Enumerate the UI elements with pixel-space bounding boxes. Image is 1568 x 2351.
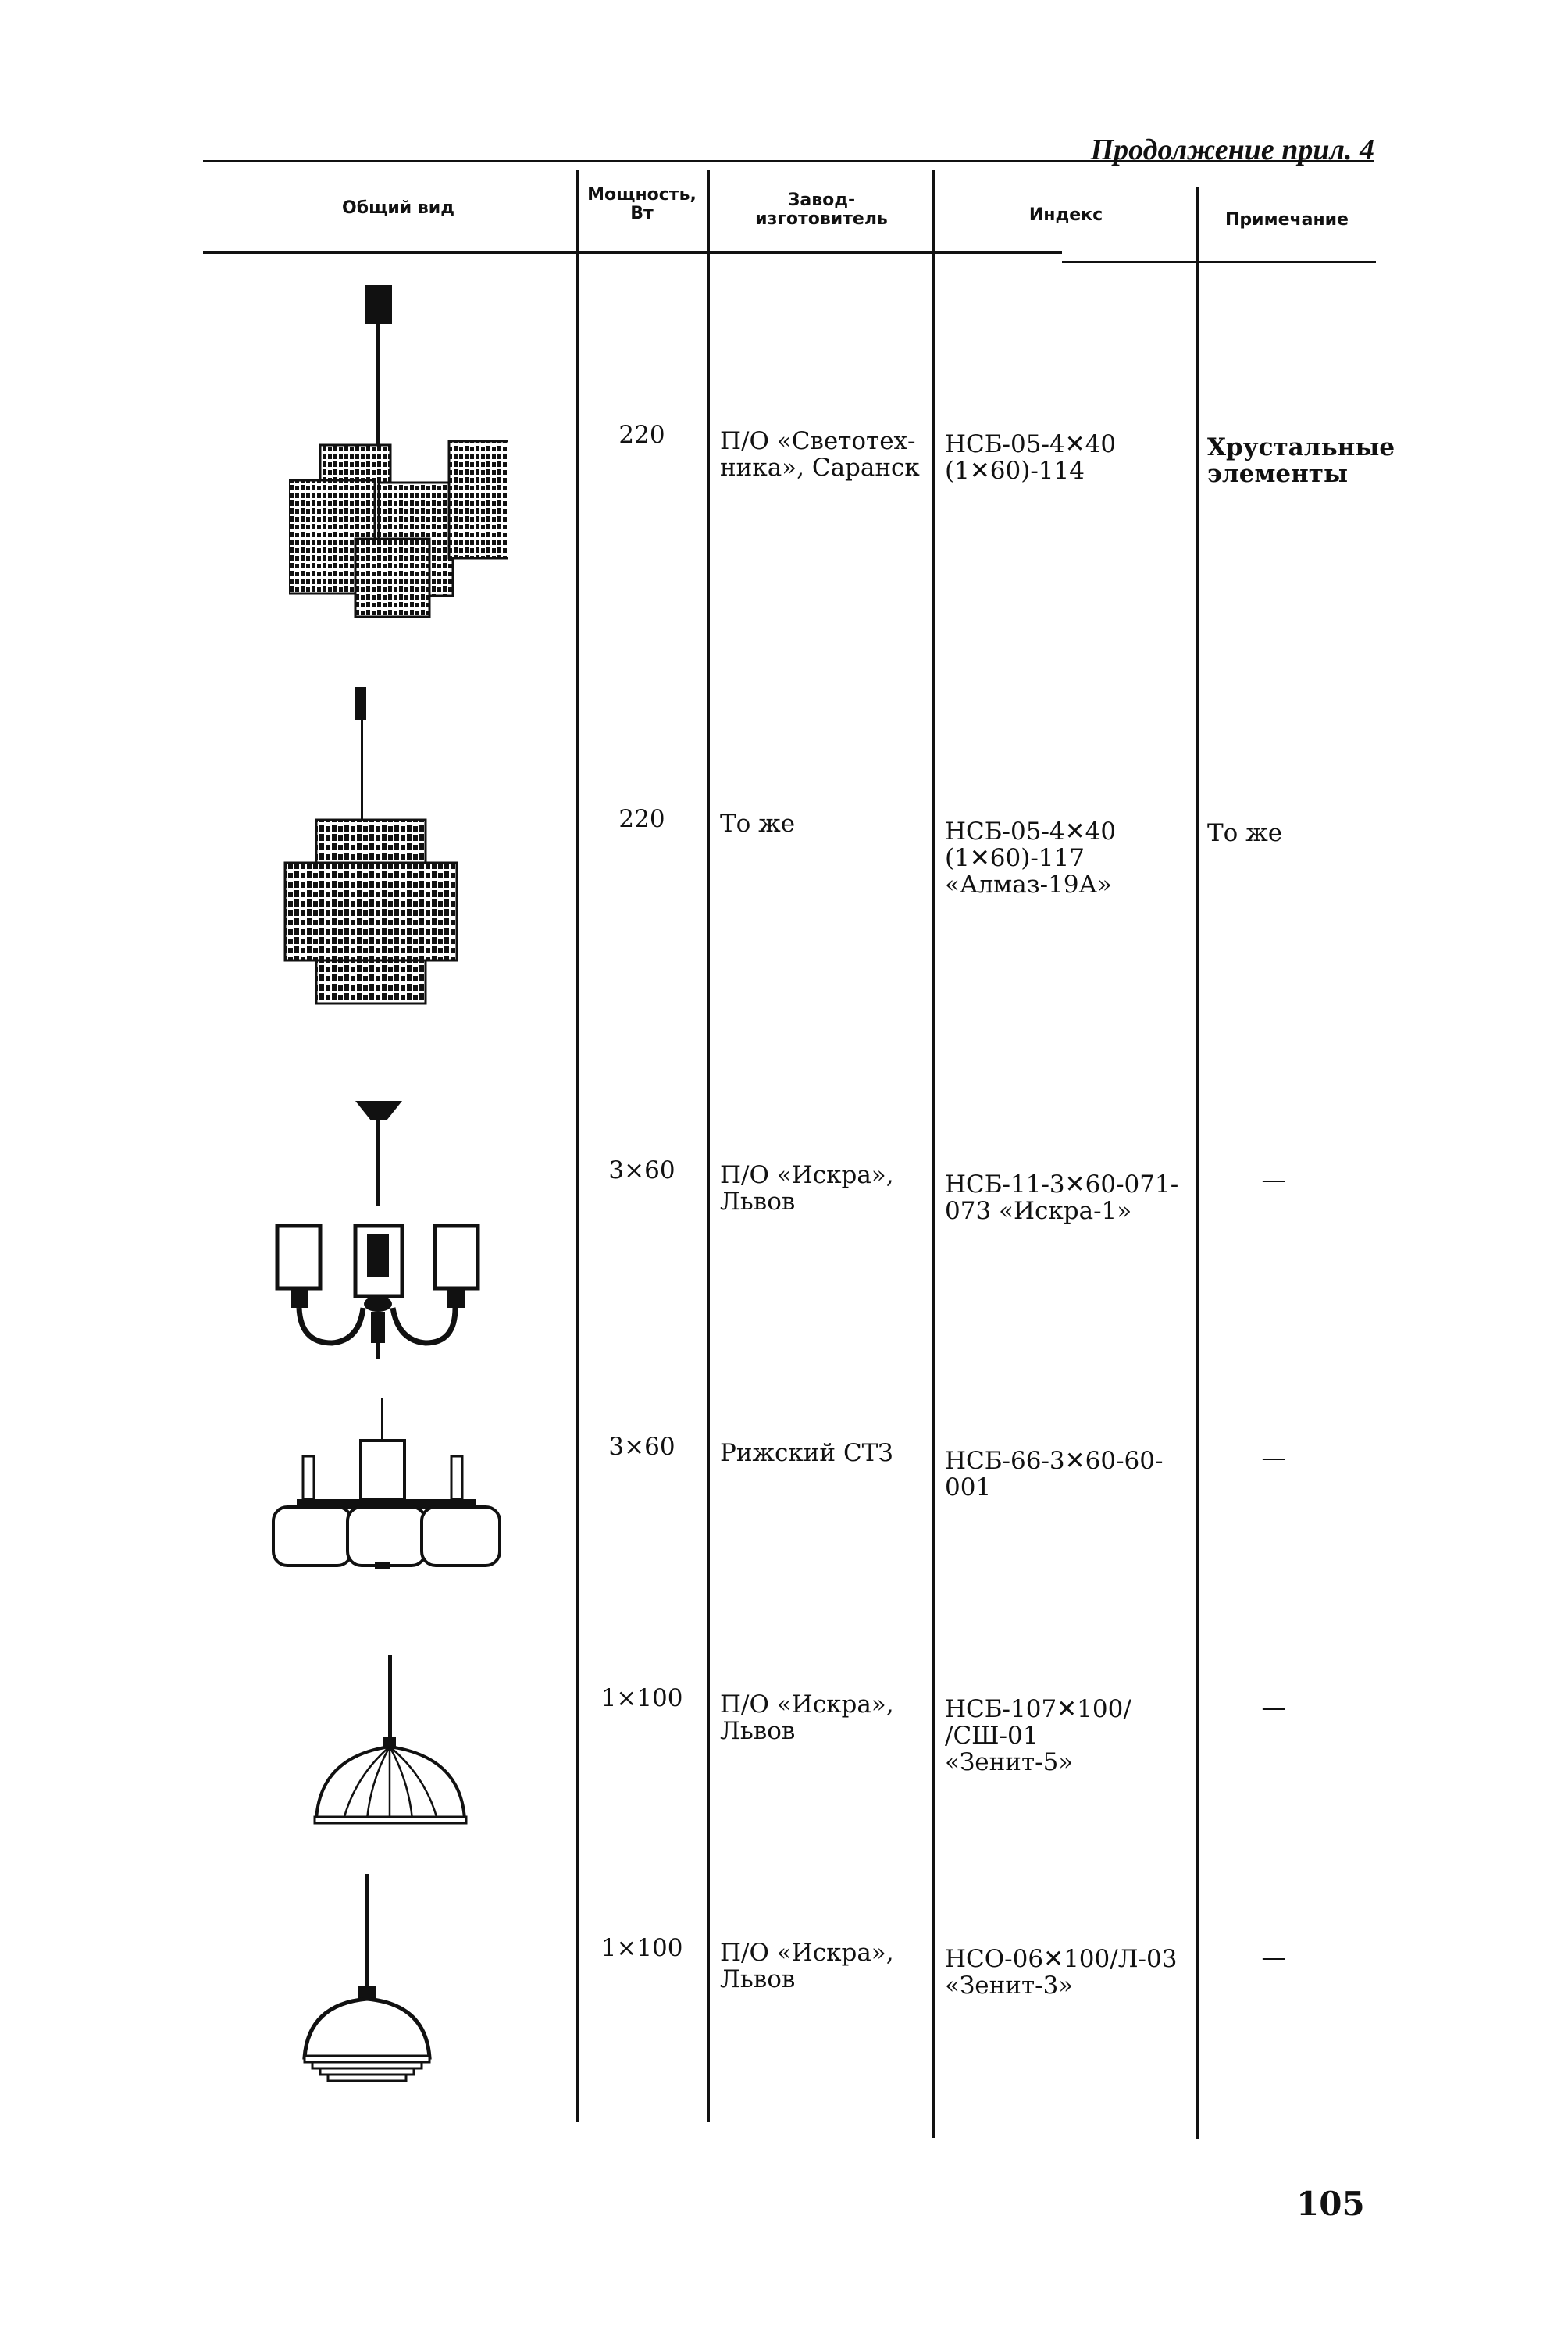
table-cell-power: 220 [618, 805, 665, 833]
column-divider-1 [576, 170, 579, 2122]
table-cell-note: — [1261, 1444, 1286, 1472]
tiered-crystal-chandelier-icon [283, 687, 458, 1005]
table-cell-maker: Рижский СТЗ [720, 1439, 893, 1467]
table-header-rule-right [1062, 261, 1376, 263]
table-cell-index: НСБ-66-3✕60-60- 001 [945, 1447, 1164, 1501]
column-header-index: Индекс [1028, 205, 1103, 225]
table-cell-note: — [1261, 1943, 1286, 1972]
table-cell-power: 1×100 [600, 1684, 683, 1712]
table-cell-note: Хрустальные элементы [1207, 433, 1395, 488]
table-cell-index: НСБ-05-4✕40 (1✕60)-114 [945, 430, 1117, 485]
table-cell-index: НСБ-05-4✕40 (1✕60)-117 «Алмаз-19А» [945, 818, 1117, 899]
table-cell-maker: П/О «Светотех- ника», Саранск [720, 427, 920, 482]
column-header-maker: Завод- изготовитель [755, 191, 888, 229]
table-cell-maker: П/О «Искра», Львов [720, 1939, 894, 1993]
table-cell-index: НСО-06✕100/Л-03 «Зенит-3» [945, 1945, 1178, 2000]
square-shade-chandelier-icon [289, 285, 508, 618]
column-divider-3 [932, 170, 935, 2138]
table-cell-note: — [1261, 1694, 1286, 1722]
column-header-view: Общий вид [342, 198, 454, 218]
table-cell-maker: П/О «Искра», Львов [720, 1690, 894, 1745]
table-cell-index: НСБ-107✕100/ /СШ-01 «Зенит-5» [945, 1695, 1131, 1776]
table-cell-note: — [1261, 1166, 1286, 1194]
column-divider-2 [707, 170, 710, 2122]
three-arm-chandelier-icon [275, 1101, 480, 1359]
table-cell-power: 220 [618, 421, 665, 449]
table-cell-maker: То же [720, 810, 796, 838]
column-header-power: Мощность, Вт [587, 185, 697, 223]
table-cell-maker: П/О «Искра», Львов [720, 1161, 894, 1216]
page-number: 105 [1296, 2185, 1365, 2223]
ribbed-dome-pendant-icon [313, 1655, 468, 1825]
table-cell-index: НСБ-11-3✕60-071- 073 «Искра-1» [945, 1170, 1179, 1225]
dome-pendant-icon [302, 1874, 432, 2082]
column-divider-4 [1196, 187, 1199, 2139]
table-header-rule-left [203, 251, 1062, 254]
three-globe-chandelier-icon [272, 1398, 501, 1569]
table-top-rule [203, 160, 1374, 162]
table-cell-power: 1×100 [600, 1934, 683, 1962]
column-header-note: Примечание [1225, 210, 1349, 230]
table-cell-power: 3×60 [608, 1156, 675, 1184]
table-cell-note: То же [1207, 819, 1283, 847]
table-cell-power: 3×60 [608, 1433, 675, 1461]
